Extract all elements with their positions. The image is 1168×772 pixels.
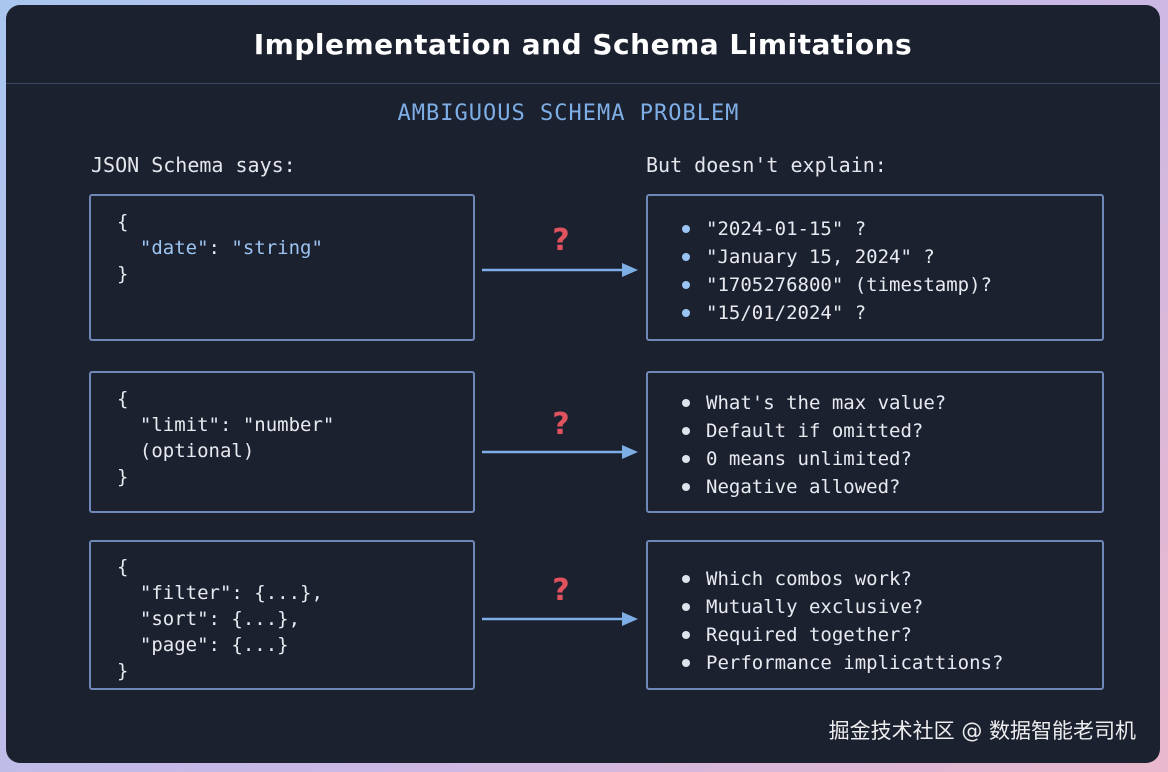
brace-close: }: [117, 263, 129, 285]
list-item: What's the max value?: [682, 389, 946, 417]
bullet-icon: [682, 575, 690, 583]
bullet-icon: [682, 225, 690, 233]
schema-code-date: { "date": "string" }: [117, 209, 323, 287]
questions-list-filter: Which combos work? Mutually exclusive? R…: [682, 565, 1003, 677]
schema-line: "limit": "number": [139, 414, 335, 436]
connector-arrow-date: [482, 263, 638, 277]
connector-arrow-limit: [482, 445, 638, 459]
schema-box-filter: { "filter": {...}, "sort": {...}, "page"…: [89, 540, 475, 690]
brace-close: }: [117, 660, 129, 682]
schema-code-limit: { "limit": "number" (optional) }: [117, 386, 334, 490]
question-mark-date: ?: [552, 223, 570, 258]
questions-list-date: "2024-01-15" ? "January 15, 2024" ? "170…: [682, 215, 992, 327]
schema-key: "date": [139, 237, 209, 259]
bullet-icon: [682, 399, 690, 407]
bullet-icon: [682, 603, 690, 611]
header: Implementation and Schema Limitations: [6, 5, 1160, 84]
questions-box-limit: What's the max value? Default if omitted…: [646, 371, 1104, 513]
list-item: Required together?: [682, 621, 1003, 649]
list-item: "2024-01-15" ?: [682, 215, 992, 243]
schema-box-limit: { "limit": "number" (optional) }: [89, 371, 475, 513]
bullet-icon: [682, 659, 690, 667]
section-title: AMBIGUOUS SCHEMA PROBLEM: [397, 101, 740, 126]
bullet-icon: [682, 483, 690, 491]
bullet-icon: [682, 309, 690, 317]
brace-close: }: [117, 466, 129, 488]
bullet-icon: [682, 455, 690, 463]
bullet-icon: [682, 631, 690, 639]
list-item: "1705276800" (timestamp)?: [682, 271, 992, 299]
questions-list-limit: What's the max value? Default if omitted…: [682, 389, 946, 501]
schema-line: "filter": {...},: [139, 582, 323, 604]
list-item: "15/01/2024" ?: [682, 299, 992, 327]
schema-line: (optional): [139, 440, 255, 462]
brace-open: {: [117, 211, 129, 233]
bullet-icon: [682, 427, 690, 435]
schema-value: "string": [231, 237, 323, 259]
brace-open: {: [117, 388, 129, 410]
connector-arrow-filter: [482, 612, 638, 626]
left-column-heading: JSON Schema says:: [91, 153, 296, 177]
list-item: Which combos work?: [682, 565, 1003, 593]
list-item: Negative allowed?: [682, 473, 946, 501]
bullet-icon: [682, 253, 690, 261]
question-mark-limit: ?: [552, 407, 570, 442]
list-item: Default if omitted?: [682, 417, 946, 445]
list-item: "January 15, 2024" ?: [682, 243, 992, 271]
list-item: Mutually exclusive?: [682, 593, 1003, 621]
schema-line: "page": {...}: [139, 634, 289, 656]
page-title: Implementation and Schema Limitations: [253, 27, 913, 61]
schema-line: "sort": {...},: [139, 608, 301, 630]
watermark: 掘金技术社区 @ 数据智能老司机: [828, 719, 1136, 743]
schema-separator: :: [208, 237, 232, 259]
list-item: 0 means unlimited?: [682, 445, 946, 473]
question-mark-filter: ?: [552, 573, 570, 608]
bullet-icon: [682, 281, 690, 289]
list-item: Performance implicattions?: [682, 649, 1003, 677]
schema-box-date: { "date": "string" }: [89, 194, 475, 341]
right-column-heading: But doesn't explain:: [646, 153, 887, 177]
schema-code-filter: { "filter": {...}, "sort": {...}, "page"…: [117, 554, 323, 684]
questions-box-filter: Which combos work? Mutually exclusive? R…: [646, 540, 1104, 690]
questions-box-date: "2024-01-15" ? "January 15, 2024" ? "170…: [646, 194, 1104, 341]
brace-open: {: [117, 556, 129, 578]
diagram-panel: Implementation and Schema Limitations AM…: [6, 5, 1160, 763]
